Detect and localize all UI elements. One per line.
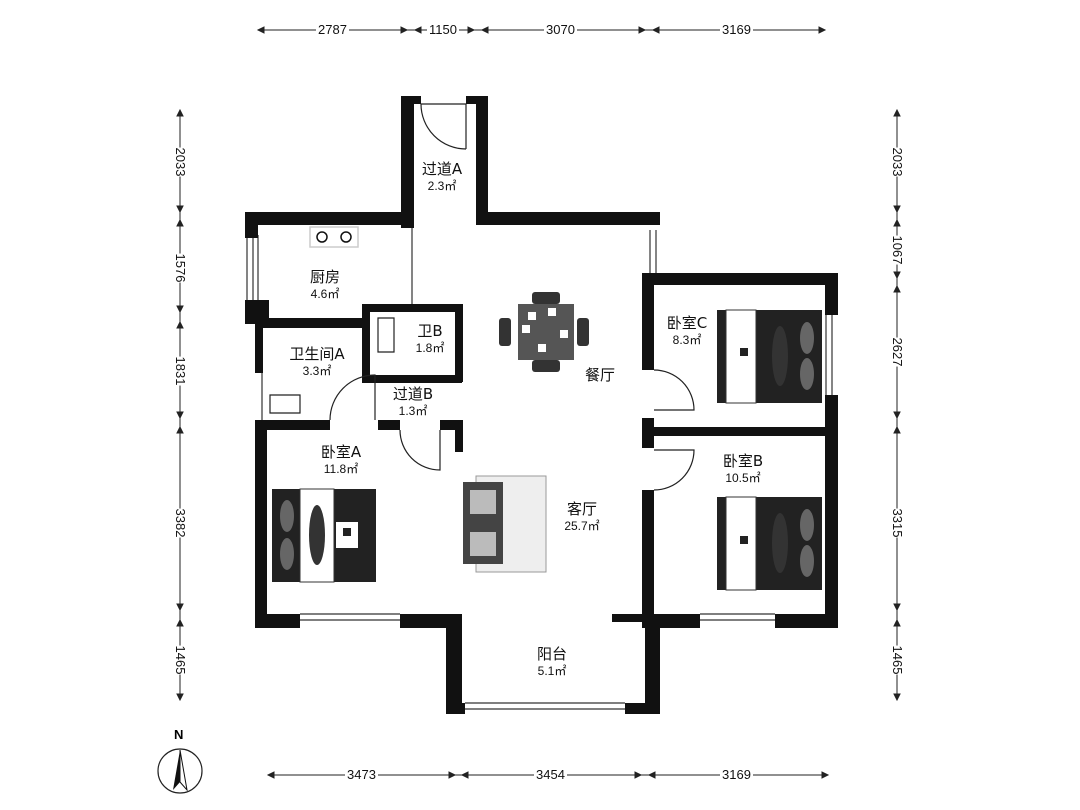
room-name: 卧室A <box>320 443 362 461</box>
room-area: 2.3㎡ <box>427 179 457 193</box>
room-area: 1.3㎡ <box>398 404 428 418</box>
room-name: 过道B <box>392 385 434 403</box>
dim-right-3: 2627 <box>890 337 905 367</box>
dim-left-1: 2033 <box>173 147 188 177</box>
room-area: 8.3㎡ <box>672 333 702 347</box>
compass-icon <box>157 748 203 794</box>
dim-right-4: 3315 <box>890 508 905 538</box>
dim-right-2: 1067 <box>890 235 905 265</box>
room-name: 卫生间A <box>289 345 345 363</box>
room-area: 5.1㎡ <box>537 664 567 678</box>
bed-bedroom-b-icon <box>717 496 822 591</box>
dim-bottom-3: 3169 <box>720 767 753 782</box>
windows <box>246 228 833 710</box>
room-area: 10.5㎡ <box>725 471 761 485</box>
room-name: 过道A <box>421 160 463 178</box>
room-name: 卧室C <box>666 314 708 332</box>
room-bedroom-b: 卧室B 10.5㎡ <box>723 452 763 486</box>
room-area: 25.7㎡ <box>564 519 600 533</box>
dim-right-5: 1465 <box>890 645 905 675</box>
room-kitchen: 厨房 4.6㎡ <box>310 268 340 302</box>
room-dining: 餐厅 <box>585 366 615 385</box>
room-living: 客厅 25.7㎡ <box>564 500 599 534</box>
dim-top-2: 1150 <box>427 22 459 37</box>
room-corridor-b: 过道B 1.3㎡ <box>393 385 433 419</box>
room-area: 4.6㎡ <box>310 287 340 301</box>
dim-left-2: 1576 <box>173 253 188 283</box>
room-name: 卫B <box>417 322 443 340</box>
room-area: 1.8㎡ <box>415 341 445 355</box>
bed-bedroom-a-icon <box>272 488 376 583</box>
room-bath-a: 卫生间A 3.3㎡ <box>289 345 344 379</box>
room-bedroom-c: 卧室C 8.3㎡ <box>667 314 707 348</box>
room-name: 卧室B <box>722 452 764 470</box>
doors <box>269 103 695 491</box>
room-bath-b: 卫B 1.8㎡ <box>416 322 445 356</box>
dim-top-1: 2787 <box>316 22 349 37</box>
room-name: 厨房 <box>309 268 341 286</box>
room-bedroom-a: 卧室A 11.8㎡ <box>321 443 361 477</box>
dim-top-4: 3169 <box>720 22 753 37</box>
room-area: 3.3㎡ <box>302 364 332 378</box>
room-name: 阳台 <box>536 645 568 663</box>
dim-right-1: 2033 <box>890 147 905 177</box>
dining-table-icon <box>499 292 589 372</box>
walls <box>245 96 838 714</box>
room-corridor-a: 过道A 2.3㎡ <box>422 160 462 194</box>
room-name: 客厅 <box>566 500 598 518</box>
bed-bedroom-c-icon <box>717 309 822 404</box>
sofa-icon <box>463 475 547 573</box>
dim-top-3: 3070 <box>544 22 577 37</box>
room-name: 餐厅 <box>584 366 616 384</box>
stove-icon <box>309 226 359 248</box>
compass-north-label: N <box>174 727 184 742</box>
dim-left-5: 1465 <box>173 645 188 675</box>
room-balcony: 阳台 5.1㎡ <box>537 645 567 679</box>
room-area: 11.8㎡ <box>323 462 359 476</box>
dim-bottom-2: 3454 <box>534 767 567 782</box>
dim-bottom-1: 3473 <box>345 767 378 782</box>
dim-left-4: 3382 <box>173 508 188 538</box>
dim-left-3: 1831 <box>173 356 188 386</box>
